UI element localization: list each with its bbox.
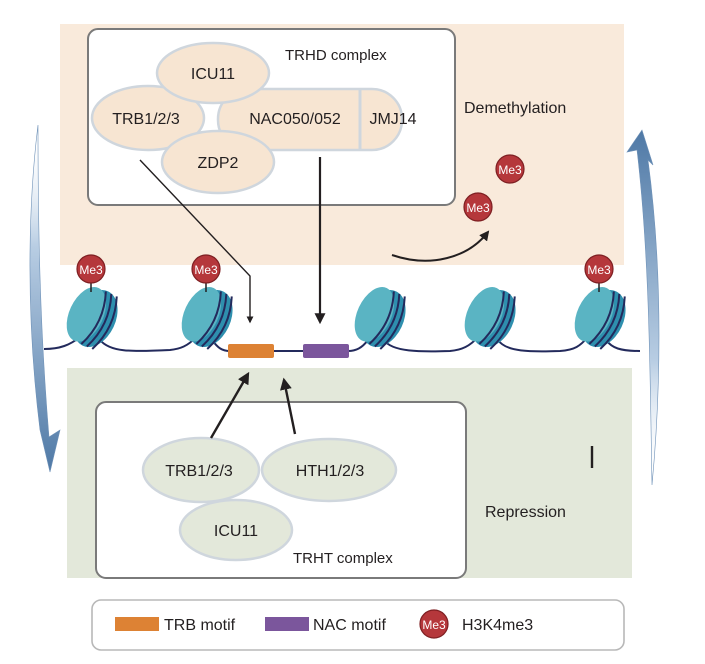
trhd-zdp2-label: ZDP2 [198, 155, 239, 172]
legend-h3k4me3-label: H3K4me3 [462, 617, 533, 634]
h3k4me3-mark: Me3 [76, 254, 106, 292]
trht-trb-label: TRB1/2/3 [165, 463, 233, 480]
removed-me3-mark: Me3 [495, 154, 525, 184]
trhd-nac-label: NAC050/052 [249, 111, 341, 128]
trhd-complex-title: TRHD complex [285, 47, 387, 64]
demethylation-label: Demethylation [464, 100, 566, 117]
nac-motif [303, 344, 349, 358]
cycle-arrow-up-icon [626, 129, 660, 486]
trht-hth-label: HTH1/2/3 [296, 463, 365, 480]
trht-icu11-label: ICU11 [214, 523, 258, 540]
legend-trb-swatch [115, 617, 159, 631]
trhd-icu11-protein [155, 41, 271, 105]
nac-jmj-protein-shape [216, 87, 404, 152]
h3k4me3-mark: Me3 [191, 254, 221, 292]
trb-motif [228, 344, 274, 358]
legend-nac-swatch [265, 617, 309, 631]
trhd-trb-label: TRB1/2/3 [112, 111, 180, 128]
trht-hth-binding-arrow [280, 377, 297, 435]
trhd-zdp2-protein [160, 129, 276, 195]
trht-hth-protein [260, 437, 398, 503]
trht-icu11-protein [178, 498, 294, 562]
h3k4me3-mark: Me3 [584, 254, 614, 292]
cycle-arrow-down-icon [29, 124, 61, 473]
demethylation-arrow [391, 230, 490, 262]
trht-complex-title: TRHT complex [293, 550, 393, 567]
legend-nac-label: NAC motif [313, 617, 386, 634]
legend-me3-icon: Me3 [419, 609, 449, 639]
trhd-icu11-label: ICU11 [191, 66, 235, 83]
svg-text:Me3: Me3 [587, 263, 611, 277]
legend-box [91, 599, 625, 651]
trht-trb-protein [141, 436, 261, 504]
dna-strand [43, 336, 641, 353]
trhd-proteins: ICU11 TRB1/2/3 NAC050/052 JMJ14 ZDP2 [90, 41, 417, 195]
svg-text:Me3: Me3 [498, 163, 522, 177]
nucleosome [181, 287, 233, 350]
nucleosomes: Me3 Me3 Me3 [66, 254, 626, 350]
svg-text:Me3: Me3 [194, 263, 218, 277]
svg-text:Me3: Me3 [422, 618, 446, 632]
trht-proteins: TRB1/2/3 HTH1/2/3 ICU11 [141, 436, 398, 562]
nucleosome [354, 287, 406, 350]
trhd-trb-protein [90, 84, 206, 152]
nucleosome [574, 287, 626, 350]
trhd-jmj14-label: JMJ14 [369, 111, 416, 128]
svg-text:Me3: Me3 [79, 263, 103, 277]
nucleosome [464, 287, 516, 350]
repression-label: Repression [485, 504, 566, 521]
removed-me3-mark: Me3 [463, 192, 493, 222]
svg-text:Me3: Me3 [466, 201, 490, 215]
nucleosome [66, 287, 118, 350]
trht-trb-binding-arrow [209, 371, 250, 439]
legend-trb-label: TRB motif [164, 617, 236, 634]
trhd-trb-binding-arrow [139, 159, 254, 324]
